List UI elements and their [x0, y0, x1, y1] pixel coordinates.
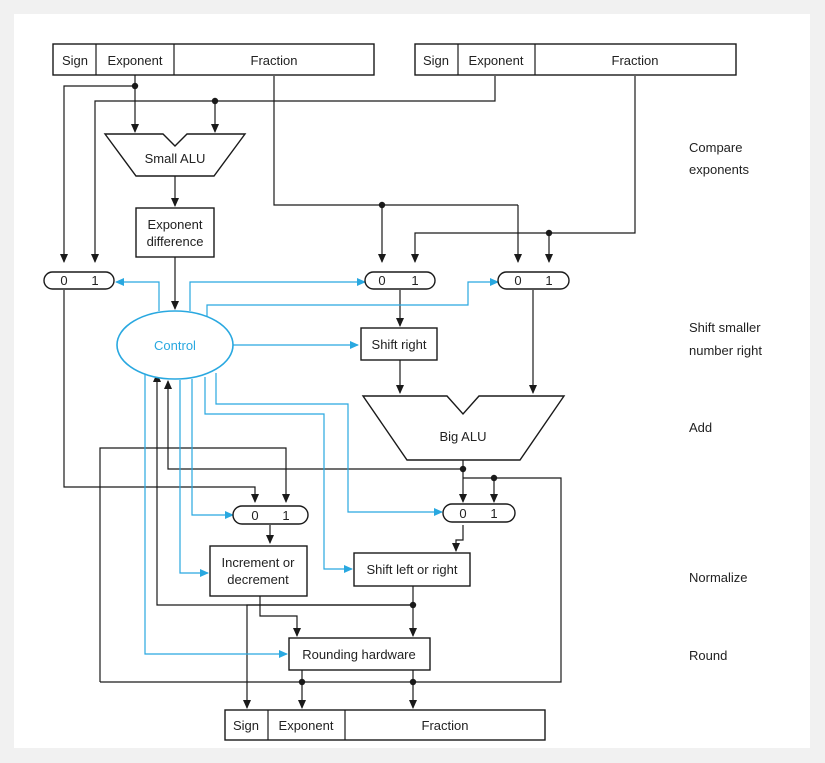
shift-right-box: Shift right	[360, 327, 438, 361]
exp-diff-label-line1: Exponent	[148, 217, 203, 232]
mux-exponent-input-1: 1	[91, 273, 98, 288]
shift-left-right-label: Shift left or right	[366, 562, 457, 577]
control-label: Control	[154, 338, 196, 353]
mux-normalize-fraction-input-0: 0	[459, 506, 466, 521]
left-sign-field: Sign	[62, 53, 88, 68]
big-alu: Big ALU	[361, 395, 566, 461]
mux-exponent-input-0: 0	[60, 273, 67, 288]
stage-shift-line2: number right	[689, 343, 762, 358]
small-alu-label: Small ALU	[145, 151, 206, 166]
shift-left-right-box: Shift left or right	[353, 552, 471, 587]
left-fraction-field: Fraction	[251, 53, 298, 68]
mux-normalize-exponent: 0 1	[232, 505, 309, 525]
rounding-label: Rounding hardware	[302, 647, 415, 662]
small-alu: Small ALU	[103, 133, 247, 177]
stage-compare-line2: exponents	[689, 162, 749, 177]
left-exponent-field: Exponent	[108, 53, 163, 68]
mux-normalize-fraction: 0 1	[442, 503, 516, 523]
stage-add: Add	[689, 420, 712, 435]
exp-diff-label-line2: difference	[147, 234, 204, 249]
inc-dec-label-line1: Increment or	[222, 555, 296, 570]
mux-fraction-b: 0 1	[497, 271, 570, 290]
output-register: Sign Exponent Fraction	[224, 709, 546, 741]
mux-fraction-a-input-0: 0	[378, 273, 385, 288]
mux-fraction-a: 0 1	[364, 271, 436, 290]
increment-decrement-box: Increment or decrement	[209, 545, 308, 597]
mux-normalize-exponent-input-1: 1	[282, 508, 289, 523]
data-wires	[60, 75, 636, 709]
stage-compare-line1: Compare	[689, 140, 742, 155]
inc-dec-label-line2: decrement	[227, 572, 289, 587]
output-fraction-field: Fraction	[422, 718, 469, 733]
right-fraction-field: Fraction	[612, 53, 659, 68]
mux-exponent: 0 1	[43, 271, 115, 290]
exponent-difference-box: Exponent difference	[135, 207, 215, 258]
right-sign-field: Sign	[423, 53, 449, 68]
stage-round: Round	[689, 648, 727, 663]
mux-fraction-b-input-0: 0	[514, 273, 521, 288]
big-alu-label: Big ALU	[440, 429, 487, 444]
mux-fraction-a-input-1: 1	[411, 273, 418, 288]
mux-normalize-exponent-input-0: 0	[251, 508, 258, 523]
stage-normalize: Normalize	[689, 570, 748, 585]
shift-right-label: Shift right	[372, 337, 427, 352]
junction-dots	[131, 82, 553, 686]
rounding-hardware-box: Rounding hardware	[288, 637, 431, 671]
stage-labels: Compare exponents Shift smaller number r…	[689, 140, 762, 663]
output-exponent-field: Exponent	[279, 718, 334, 733]
control-unit: Control	[116, 310, 234, 380]
mux-fraction-b-input-1: 1	[545, 273, 552, 288]
right-exponent-field: Exponent	[469, 53, 524, 68]
output-sign-field: Sign	[233, 718, 259, 733]
input-register-left: Sign Exponent Fraction	[52, 43, 375, 76]
mux-normalize-fraction-input-1: 1	[490, 506, 497, 521]
stage-shift-line1: Shift smaller	[689, 320, 761, 335]
input-register-right: Sign Exponent Fraction	[414, 43, 737, 76]
control-wires	[115, 278, 499, 658]
